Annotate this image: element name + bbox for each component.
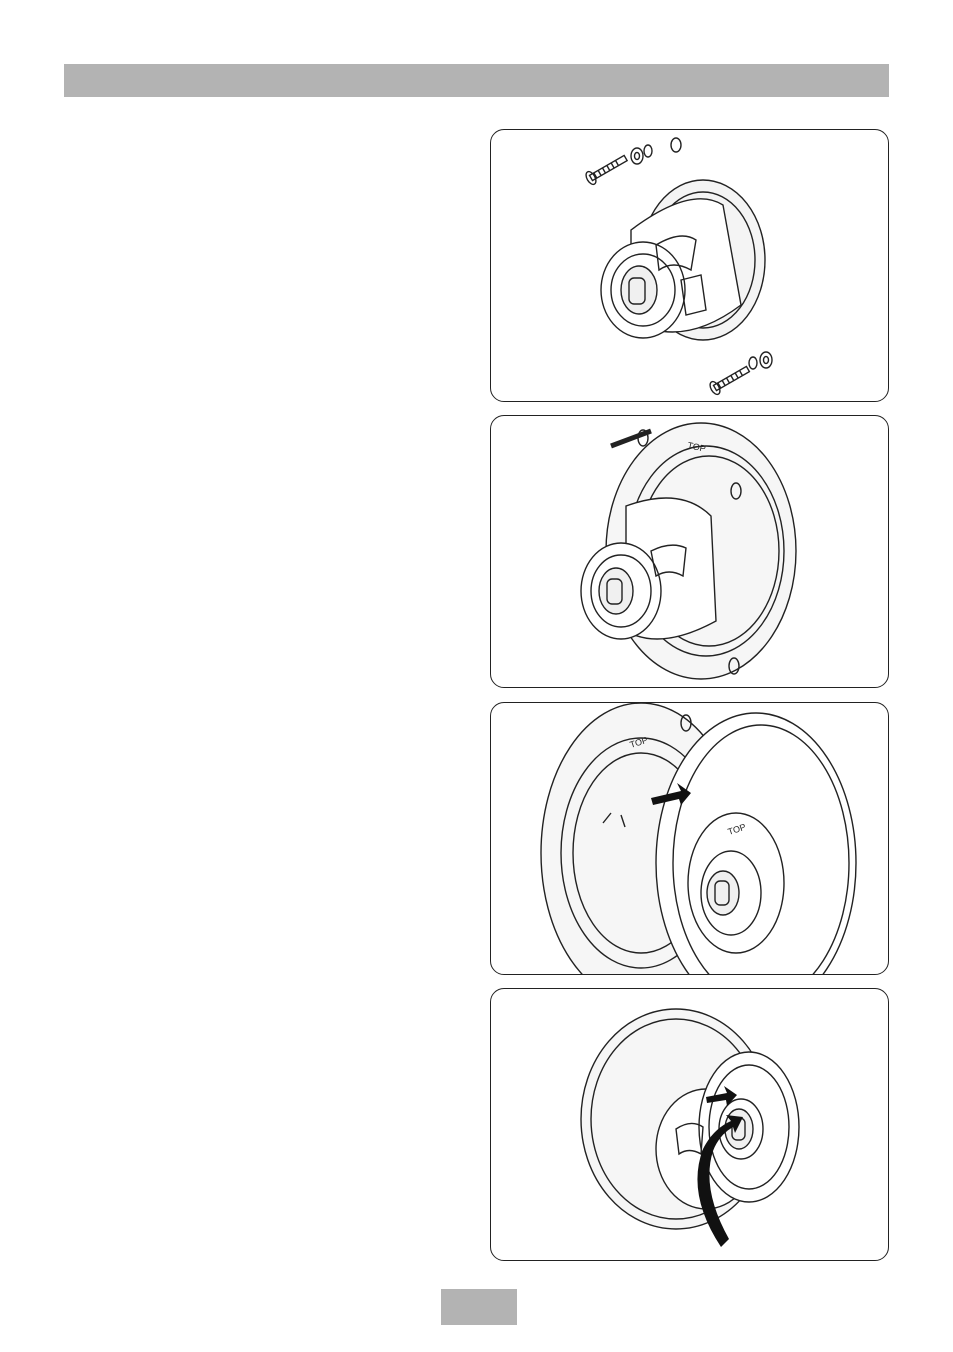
illustration-panel-1 xyxy=(490,129,889,402)
shroud-fitting-illustration: TOP TOP xyxy=(491,703,888,974)
control-unit-with-screws-illustration xyxy=(491,130,888,401)
illustration-panel-4 xyxy=(490,988,889,1261)
illustration-panel-2: TOP xyxy=(490,415,889,688)
page-number-tab xyxy=(441,1289,517,1325)
backplate-mounting-illustration: TOP xyxy=(491,416,888,687)
header-bar xyxy=(64,64,889,97)
ring-rotation-illustration xyxy=(491,989,888,1260)
illustration-panel-3: TOP TOP xyxy=(490,702,889,975)
